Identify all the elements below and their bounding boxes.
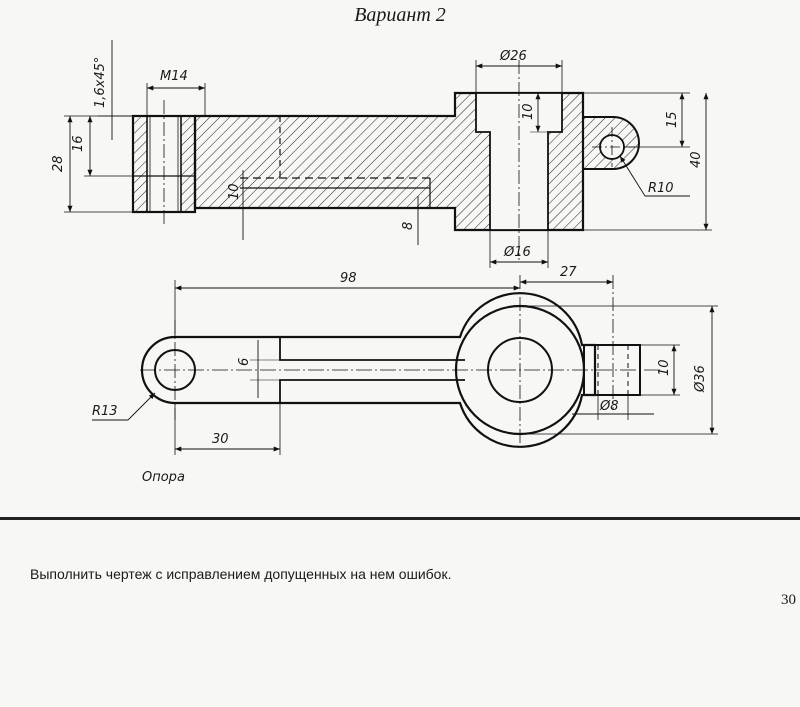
dim-rib-thickness: 10 <box>227 183 242 200</box>
section-view: M14 1,6x45° 28 16 10 8 Ø26 10 <box>51 40 712 268</box>
dim-boss-height: 16 <box>71 135 86 152</box>
page-separator <box>0 517 800 520</box>
dim-lug-offset: 27 <box>560 265 577 280</box>
dim-hub-diameter: Ø26 <box>499 49 527 64</box>
dim-lug-radius: R10 <box>648 181 674 196</box>
dim-center-distance: 98 <box>340 271 357 286</box>
dim-lug-width: 10 <box>657 359 672 376</box>
dim-chamfer: 1,6x45° <box>93 57 108 108</box>
plan-view: 98 27 6 10 Ø36 Ø8 R13 30 <box>92 265 718 455</box>
plan-arm-outline <box>140 292 597 448</box>
left-boss-wall-left <box>133 116 147 212</box>
dim-base-thickness: 8 <box>401 222 416 230</box>
dim-total-height-left: 28 <box>51 155 66 172</box>
task-instruction: Выполнить чертеж с исправлением допущенн… <box>30 566 452 582</box>
dim-hub-outer-diameter: Ø36 <box>693 365 708 393</box>
part-caption: Опора <box>142 470 185 485</box>
left-boss-wall-right <box>181 116 195 212</box>
dim-slot-width: 6 <box>237 358 252 366</box>
dim-end-radius: R13 <box>92 404 118 419</box>
dim-slot-start: 30 <box>212 432 229 447</box>
dim-bore-diameter: Ø16 <box>503 245 531 260</box>
dim-bore-depth: 10 <box>521 103 536 120</box>
dim-lug-height: 15 <box>665 111 680 128</box>
page-number: 30 <box>781 592 796 608</box>
technical-drawing: M14 1,6x45° 28 16 10 8 Ø26 10 <box>51 40 718 455</box>
dim-lug-hole-diameter: Ø8 <box>599 399 619 414</box>
dim-thread: M14 <box>160 69 188 84</box>
dim-overall-height: 40 <box>689 151 704 168</box>
page-title: Вариант 2 <box>354 4 446 26</box>
